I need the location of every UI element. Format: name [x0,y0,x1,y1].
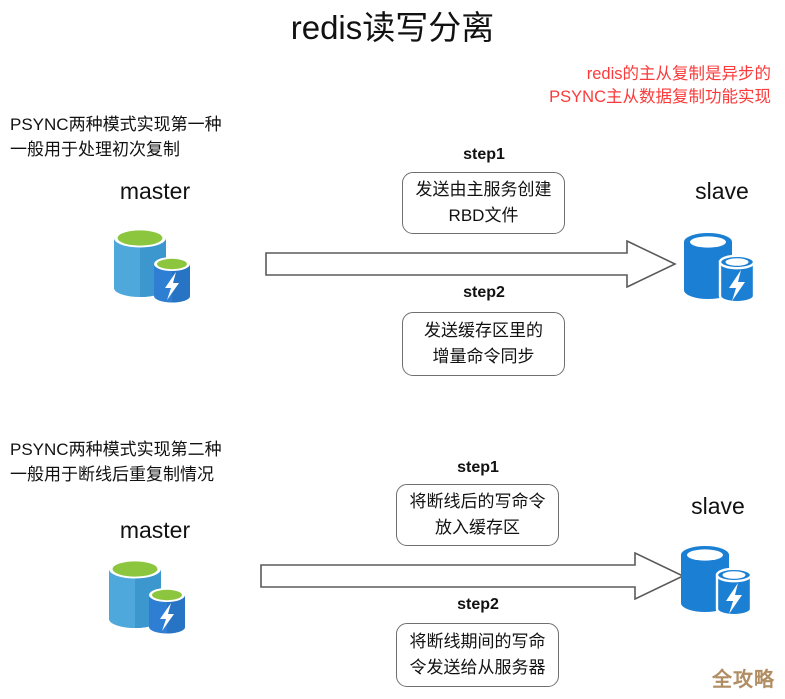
section-2-slave-label: slave [691,493,745,519]
section-1-caption-line-1: PSYNC两种模式实现第一种 [10,115,222,134]
section-1-slave-label: slave [695,178,749,204]
section-2-caption: PSYNC两种模式实现第二种 一般用于断线后重复制情况 [10,437,222,487]
section-2-step2-box-line-1: 将断线期间的写命 [409,632,546,651]
section-1-step2-box: 发送缓存区里的 增量命令同步 [402,312,565,376]
section-2-step1-label: step1 [457,459,499,476]
watermark: 全攻略 [712,669,775,691]
section-1-caption-line-2: 一般用于处理初次复制 [10,140,180,159]
section-1-step2-box-line-1: 发送缓存区里的 [424,321,543,340]
red-annotation-line-2: PSYNC主从数据复制功能实现 [549,88,771,106]
page-title: redis读写分离 [290,9,495,46]
section-2-step1-box-line-1: 将断线后的写命令 [409,492,546,511]
section-1-flow-arrow [265,240,677,288]
section-2-step1-box-line-2: 放入缓存区 [435,518,520,537]
section-1-step2-box-line-2: 增量命令同步 [432,347,535,366]
slave-database-icon [684,233,756,304]
section-1-step1-box-line-2: RBD文件 [448,206,519,225]
section-1-master-label: master [119,178,191,204]
red-annotation-line-1: redis的主从复制是异步的 [586,65,771,83]
section-2-step2-label: step2 [457,596,499,613]
section-1-step1-label: step1 [463,146,505,163]
slave-database-icon [681,546,753,617]
section-2-master-label: master [119,517,191,543]
section-1-caption: PSYNC两种模式实现第一种 一般用于处理初次复制 [10,112,222,162]
master-database-icon [114,228,190,303]
section-1-step2-label: step2 [463,284,505,301]
section-2-step1-box: 将断线后的写命令 放入缓存区 [396,484,559,546]
section-2-flow-arrow [260,552,685,600]
red-annotation: redis的主从复制是异步的 PSYNC主从数据复制功能实现 [549,63,771,109]
section-1-step1-box: 发送由主服务创建 RBD文件 [402,172,565,234]
section-2-caption-line-1: PSYNC两种模式实现第二种 [10,440,222,459]
section-2-step2-box: 将断线期间的写命 令发送给从服务器 [396,623,559,687]
section-1-step1-box-line-1: 发送由主服务创建 [415,180,552,199]
master-database-icon [109,559,185,634]
section-2-caption-line-2: 一般用于断线后重复制情况 [10,465,214,484]
section-2-step2-box-line-2: 令发送给从服务器 [409,658,546,677]
